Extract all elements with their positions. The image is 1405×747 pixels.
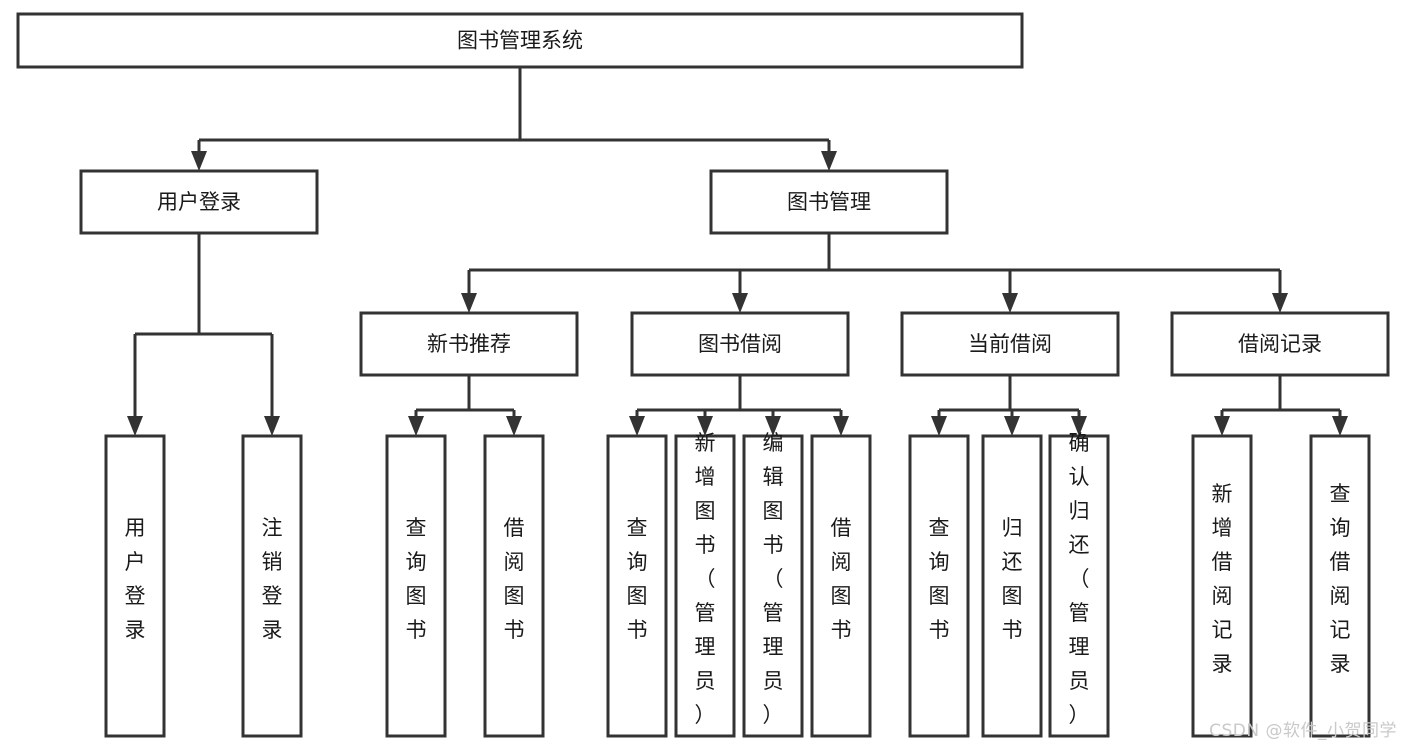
node-label: 当前借阅 <box>968 332 1052 356</box>
node-box <box>16 12 1024 69</box>
node-box <box>1048 434 1110 738</box>
node-leaf-edit-book[interactable]: 编辑图书（管理员） <box>742 431 804 738</box>
node-leaf-query-book-3[interactable]: 查询图书 <box>908 434 970 738</box>
node-label-vertical: 确认归还（管理员） <box>1069 431 1090 727</box>
node-label-vertical: 查询图书 <box>406 516 427 642</box>
node-book-borrow[interactable]: 图书借阅 <box>630 311 850 377</box>
node-label-vertical: 查询图书 <box>929 516 950 642</box>
node-label-vertical: 新增图书（管理员） <box>695 431 716 727</box>
node-box <box>900 311 1120 377</box>
node-box <box>981 434 1043 738</box>
node-box <box>483 434 545 738</box>
node-box <box>104 434 166 738</box>
node-label: 图书管理 <box>787 190 871 214</box>
node-leaf-query-book-2[interactable]: 查询图书 <box>606 434 668 738</box>
node-leaf-user-logout[interactable]: 注销登录 <box>241 434 303 738</box>
node-label-vertical: 归还图书 <box>1002 516 1023 642</box>
node-box <box>810 434 872 738</box>
node-label-vertical: 编辑图书（管理员） <box>763 431 784 727</box>
node-label-vertical: 借阅图书 <box>831 516 852 642</box>
node-box <box>1191 434 1253 738</box>
node-leaf-borrow-book-1[interactable]: 借阅图书 <box>483 434 545 738</box>
node-label: 用户登录 <box>157 190 241 214</box>
node-box <box>908 434 970 738</box>
node-box <box>1170 311 1390 377</box>
watermark-label: CSDN @软件_小贺同学 <box>1209 721 1397 741</box>
node-label-vertical: 借阅图书 <box>504 516 525 642</box>
node-box <box>606 434 668 738</box>
node-label: 图书管理系统 <box>457 29 583 53</box>
node-leaf-user-login[interactable]: 用户登录 <box>104 434 166 738</box>
node-label: 借阅记录 <box>1238 332 1322 356</box>
node-leaf-confirm-return[interactable]: 确认归还（管理员） <box>1048 431 1110 738</box>
node-box <box>241 434 303 738</box>
connector-layer <box>127 67 1348 436</box>
node-leaf-add-book[interactable]: 新增图书（管理员） <box>674 431 736 738</box>
node-box <box>674 434 736 738</box>
node-borrow-record[interactable]: 借阅记录 <box>1170 311 1390 377</box>
node-label-vertical: 查询图书 <box>627 516 648 642</box>
node-label-vertical: 新增借阅记录 <box>1212 482 1233 676</box>
node-label-vertical: 查询借阅记录 <box>1330 482 1351 676</box>
node-box <box>1309 434 1371 738</box>
node-book-manage[interactable]: 图书管理 <box>709 169 949 235</box>
node-current-borrow[interactable]: 当前借阅 <box>900 311 1120 377</box>
node-layer: 图书管理系统用户登录用户登录注销登录图书管理新书推荐查询图书借阅图书图书借阅查询… <box>16 12 1390 738</box>
node-box <box>709 169 949 235</box>
node-label: 图书借阅 <box>698 332 782 356</box>
node-label-vertical: 注销登录 <box>262 516 283 642</box>
node-leaf-return-book[interactable]: 归还图书 <box>981 434 1043 738</box>
node-leaf-borrow-book-2[interactable]: 借阅图书 <box>810 434 872 738</box>
node-label: 新书推荐 <box>427 332 511 356</box>
node-box <box>359 311 579 377</box>
node-label-vertical: 用户登录 <box>125 516 146 642</box>
node-leaf-query-record[interactable]: 查询借阅记录 <box>1309 434 1371 738</box>
node-new-book-recommend[interactable]: 新书推荐 <box>359 311 579 377</box>
node-leaf-query-book-1[interactable]: 查询图书 <box>385 434 447 738</box>
node-box <box>630 311 850 377</box>
node-root[interactable]: 图书管理系统 <box>16 12 1024 69</box>
node-box <box>79 169 319 235</box>
node-box <box>742 434 804 738</box>
node-leaf-add-record[interactable]: 新增借阅记录 <box>1191 434 1253 738</box>
node-user-login[interactable]: 用户登录 <box>79 169 319 235</box>
node-box <box>385 434 447 738</box>
